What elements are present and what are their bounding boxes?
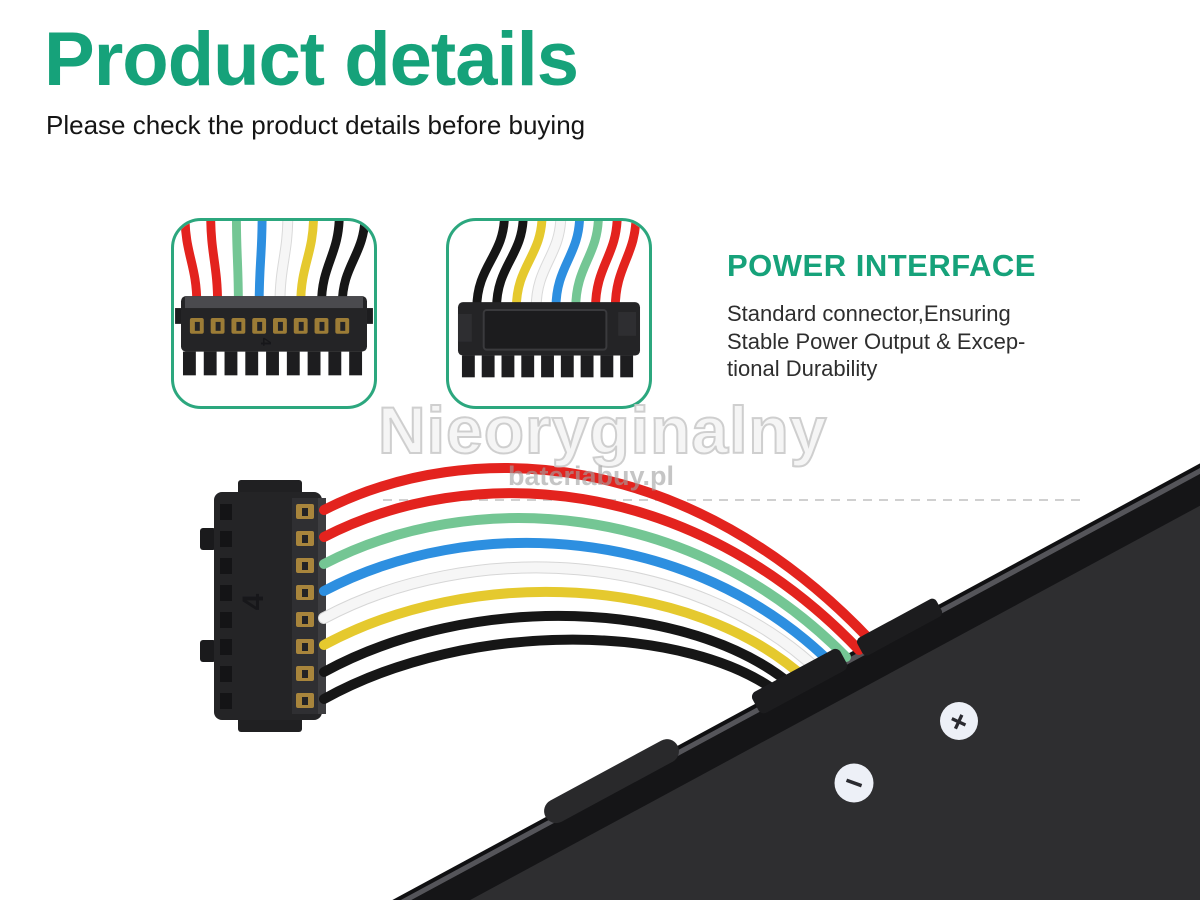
wire-white-icon — [319, 562, 825, 677]
feature-line: tional Durability — [727, 356, 878, 381]
wire-blue-icon — [254, 221, 267, 309]
watermark-secondary: bateriabuy.pl — [508, 461, 675, 491]
connector-front-illustration: 4 — [175, 221, 373, 376]
feature-line: Stable Power Output & Excep- — [727, 328, 1026, 354]
main-product-photo: 4 + − — [200, 463, 1200, 900]
inset-photo-connector-front: 4 — [171, 218, 377, 409]
wire-red-icon — [206, 221, 223, 309]
wire-white-icon — [531, 221, 566, 313]
wire-black-icon — [317, 221, 344, 309]
pin-marking-label: 4 — [257, 338, 273, 347]
cable-bundle — [318, 463, 877, 704]
wire-yellow-icon — [511, 221, 547, 313]
bottom-teeth — [461, 355, 634, 378]
inset-photo-connector-back — [446, 218, 652, 409]
plus-terminal: + — [940, 702, 978, 741]
wire-blue-icon — [319, 537, 838, 670]
feature-heading: POWER INTERFACE — [727, 248, 1036, 283]
wire-white-icon — [275, 221, 293, 309]
bottom-teeth — [182, 351, 363, 376]
wire-blue-icon — [551, 221, 584, 313]
page-title: Product details — [44, 17, 579, 102]
wire-red-icon — [180, 221, 202, 309]
wire-red-icon — [319, 463, 877, 647]
wire-green-icon — [319, 513, 851, 662]
pin-notches — [194, 321, 346, 331]
connector-back-illustration — [457, 221, 641, 378]
feature-description: Standard connector,Ensuring Stable Power… — [727, 300, 1067, 383]
connector-teeth — [220, 504, 232, 709]
connector-back-body — [457, 302, 641, 378]
feature-line: Standard connector,Ensuring — [727, 301, 1011, 326]
wire-black-icon — [472, 221, 509, 313]
wire-black-icon — [319, 610, 799, 692]
feature-block: POWER INTERFACE Standard connector,Ensur… — [727, 248, 1067, 383]
wire-red-icon — [610, 221, 641, 313]
wire-red-icon — [319, 488, 864, 655]
wire-black-icon — [319, 634, 786, 704]
pin-marking-label: 4 — [237, 593, 270, 610]
wire-red-icon — [591, 221, 622, 313]
pin-notches — [302, 508, 308, 705]
wire-black-icon — [337, 221, 370, 309]
minus-terminal: − — [834, 762, 874, 803]
main-connector: 4 — [200, 480, 326, 732]
wire-green-icon — [571, 221, 603, 313]
watermark-primary: Nieoryginalny — [377, 392, 828, 468]
battery-edge-bumper — [544, 739, 679, 824]
wire-yellow-icon — [319, 586, 812, 685]
connector-front-body: 4 — [175, 296, 373, 376]
wire-black-icon — [492, 221, 528, 313]
wire-green-icon — [231, 221, 243, 309]
page-subtitle: Please check the product details before … — [46, 110, 586, 140]
wire-bundle-back — [472, 221, 641, 314]
wire-entry-clamps — [751, 598, 943, 714]
wire-yellow-icon — [296, 221, 318, 309]
wire-bundle-front — [180, 221, 370, 310]
